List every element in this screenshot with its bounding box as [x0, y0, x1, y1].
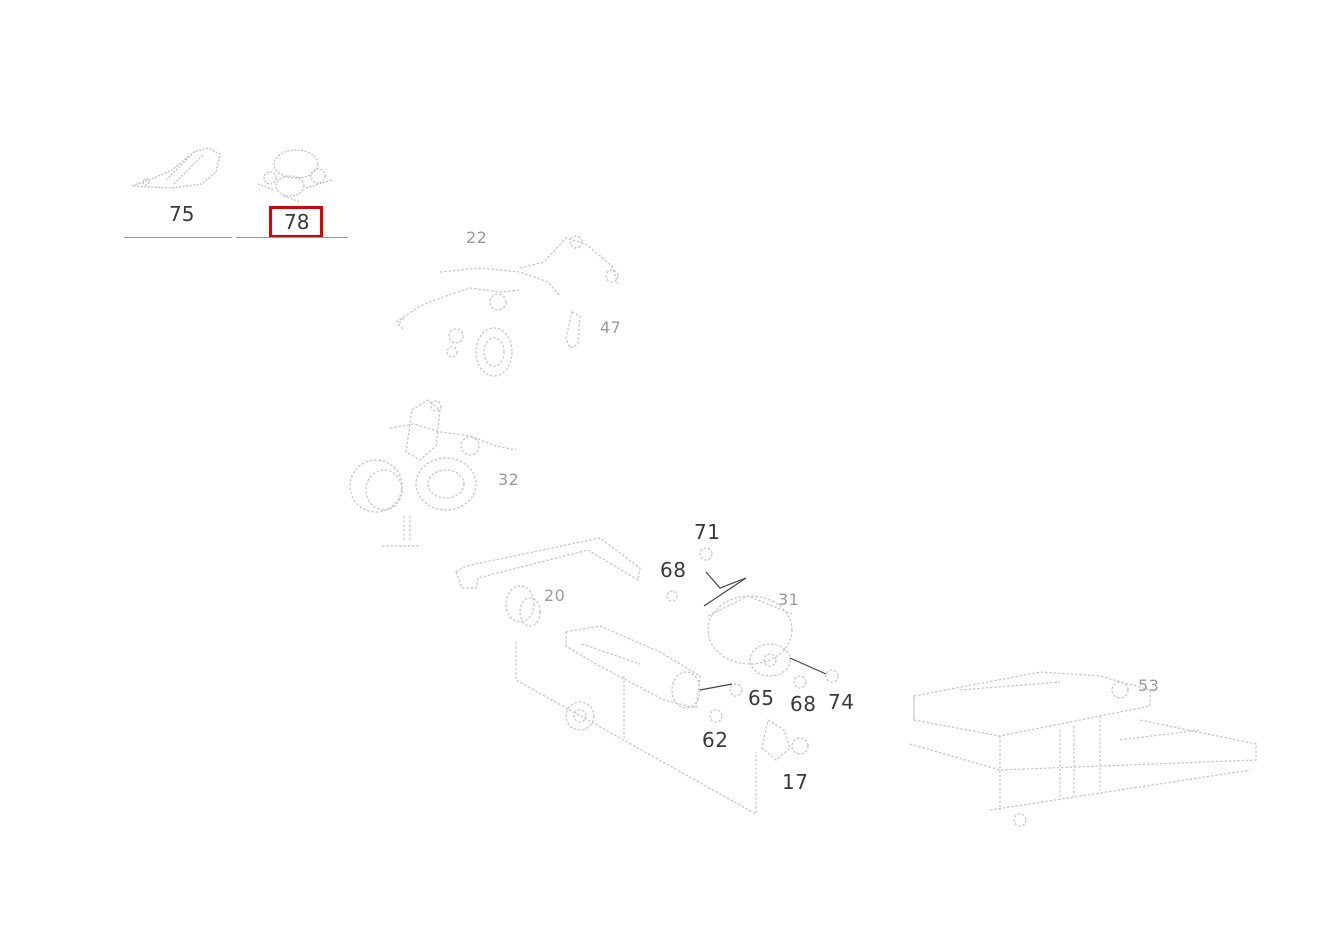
callout-32[interactable]: 32 [498, 470, 520, 489]
base-plate-assembly [909, 671, 1257, 827]
callout-17[interactable]: 17 [782, 770, 809, 794]
thumbnail-78[interactable]: 78 [236, 140, 348, 238]
thumbnail-78-selection [269, 206, 323, 238]
callout-71[interactable]: 71 [694, 520, 721, 544]
callout-20[interactable]: 20 [544, 586, 566, 605]
callout-62[interactable]: 62 [702, 728, 729, 752]
callout-31[interactable]: 31 [778, 590, 800, 609]
callout-74[interactable]: 74 [828, 690, 855, 714]
linkage-assembly [395, 235, 619, 377]
thumbnail-75[interactable]: 75 [124, 140, 234, 238]
thumbnail-78-label: 78 [284, 210, 310, 234]
thumbnail-75-label: 75 [169, 202, 195, 226]
thumbnail-78-underline [236, 237, 348, 238]
leader-74 [789, 657, 827, 675]
callout-68-upper[interactable]: 68 [660, 558, 687, 582]
spring-leader-71 [703, 571, 747, 607]
callout-65[interactable]: 65 [748, 686, 775, 710]
callout-68-lower[interactable]: 68 [790, 692, 817, 716]
callout-22[interactable]: 22 [466, 228, 488, 247]
motor-housing-assembly [455, 537, 839, 816]
pump-assembly-icon [257, 149, 333, 203]
pump-head-assembly [349, 399, 517, 547]
thumbnail-75-underline [124, 237, 232, 238]
callout-47[interactable]: 47 [600, 318, 622, 337]
leader-65 [699, 683, 733, 691]
callout-53[interactable]: 53 [1138, 676, 1160, 695]
hose-clamp-icon [131, 147, 221, 189]
